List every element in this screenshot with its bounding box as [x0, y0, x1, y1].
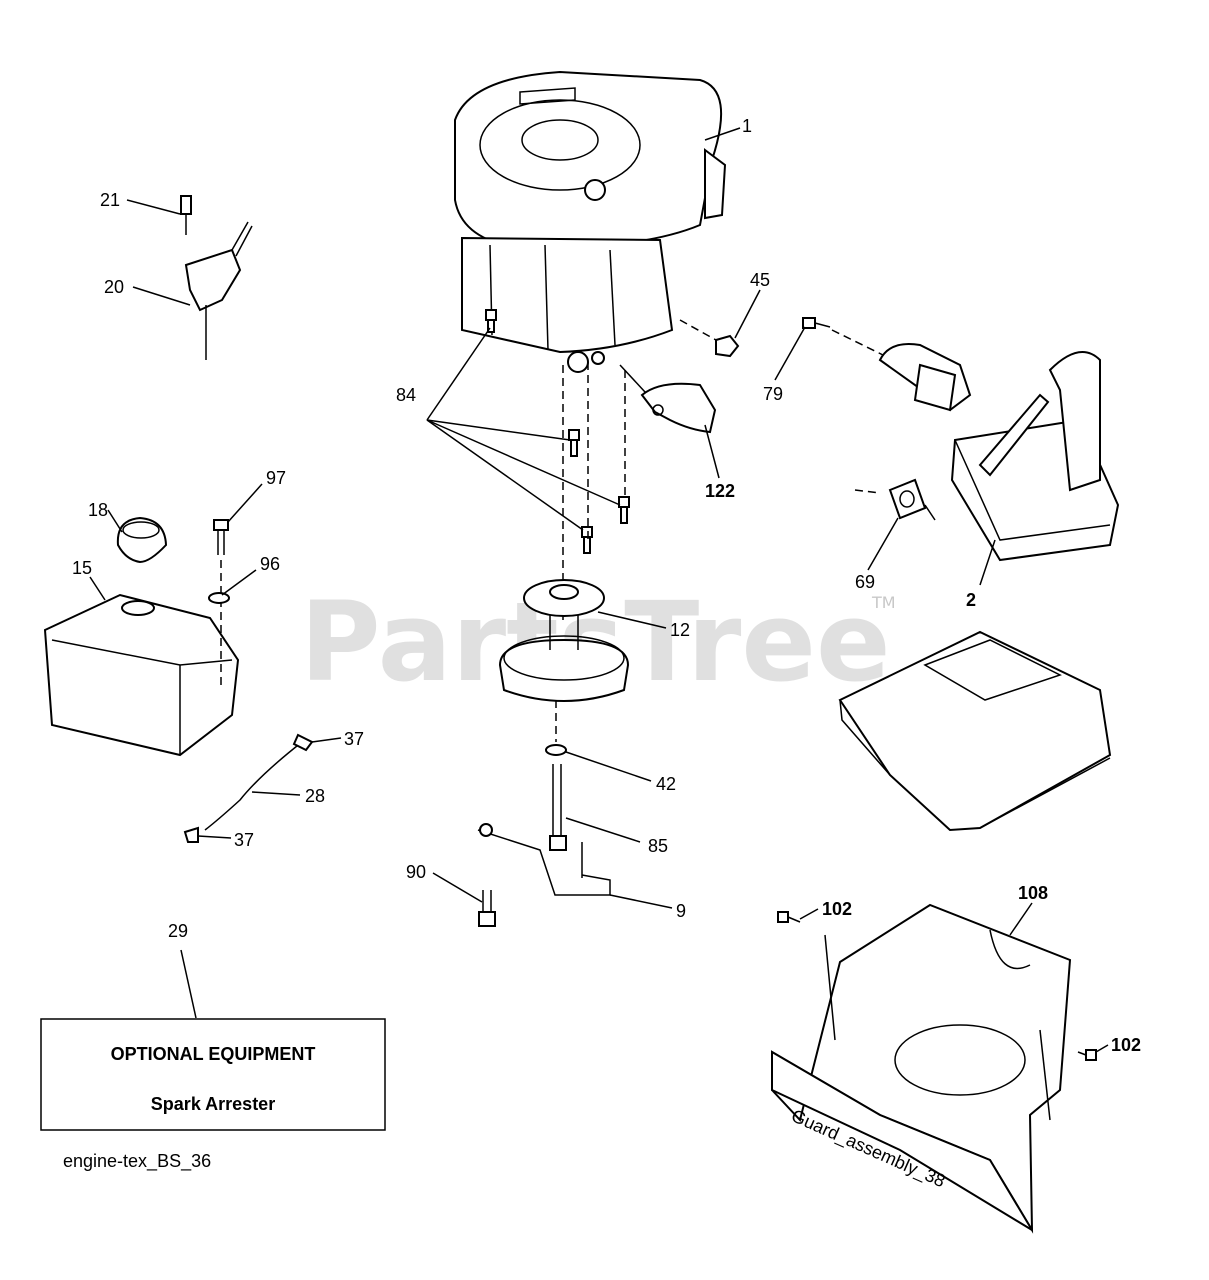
bolt-85-part[interactable]	[549, 764, 567, 851]
callout-12: 12	[670, 620, 690, 640]
bolt-97-part[interactable]	[213, 519, 229, 690]
gasket-69-part[interactable]	[888, 478, 927, 520]
callout-15: 15	[72, 558, 92, 578]
callout-96: 96	[260, 554, 280, 574]
diagram-caption: engine-tex_BS_36	[63, 1151, 211, 1172]
fuel-line-part[interactable]	[183, 733, 314, 843]
optional-equipment-item: Spark Arrester	[151, 1094, 275, 1114]
callout-29: 29	[168, 921, 188, 941]
watermark-tm: TM	[871, 593, 896, 612]
callout-45: 45	[750, 270, 770, 290]
callout-69: 69	[855, 572, 875, 592]
callout-122: 122	[705, 481, 735, 501]
callout-9: 9	[676, 901, 686, 921]
callout-28: 28	[305, 786, 325, 806]
callout-85: 85	[648, 836, 668, 856]
bolt-90-part[interactable]	[478, 890, 496, 927]
callout-37b: 37	[234, 830, 254, 850]
leader-lines	[89, 127, 1109, 1053]
callout-90: 90	[406, 862, 426, 882]
optional-equipment-box: OPTIONAL EQUIPMENT Spark Arrester	[40, 1018, 386, 1131]
optional-equipment-title: OPTIONAL EQUIPMENT	[111, 1044, 316, 1064]
engine-part[interactable]	[454, 70, 727, 373]
throttle-bracket-part[interactable]	[180, 195, 253, 360]
callout-84: 84	[396, 385, 416, 405]
nut-45-part[interactable]	[715, 334, 740, 358]
washer-96-part[interactable]	[208, 592, 230, 604]
fuel-tank-part[interactable]	[43, 593, 240, 757]
callout-102b: 102	[1111, 1035, 1141, 1055]
muffler-part[interactable]	[878, 343, 1120, 562]
callout-37a: 37	[344, 729, 364, 749]
callout-20: 20	[104, 277, 124, 297]
callout-18: 18	[88, 500, 108, 520]
bracket-122-part[interactable]	[640, 382, 717, 434]
callout-79: 79	[763, 384, 783, 404]
bolt-79-part[interactable]	[802, 317, 831, 329]
callout-42: 42	[656, 774, 676, 794]
screw-102b-part[interactable]	[1077, 1049, 1097, 1061]
pulley-part[interactable]	[498, 579, 630, 702]
washer-42-part[interactable]	[545, 744, 567, 756]
bolts-84-part[interactable]	[485, 309, 630, 554]
callout-21: 21	[100, 190, 120, 210]
callout-97: 97	[266, 468, 286, 488]
screw-102a-part[interactable]	[777, 911, 801, 923]
callout-102a: 102	[822, 899, 852, 919]
guard-assembly-part[interactable]	[771, 903, 1072, 1234]
fuel-cap-part[interactable]	[116, 516, 168, 564]
bracket-9-part[interactable]	[477, 823, 611, 896]
mounting-plate-part[interactable]	[838, 630, 1112, 832]
callout-1: 1	[742, 116, 752, 136]
callout-108: 108	[1018, 883, 1048, 903]
callout-2: 2	[966, 590, 976, 610]
